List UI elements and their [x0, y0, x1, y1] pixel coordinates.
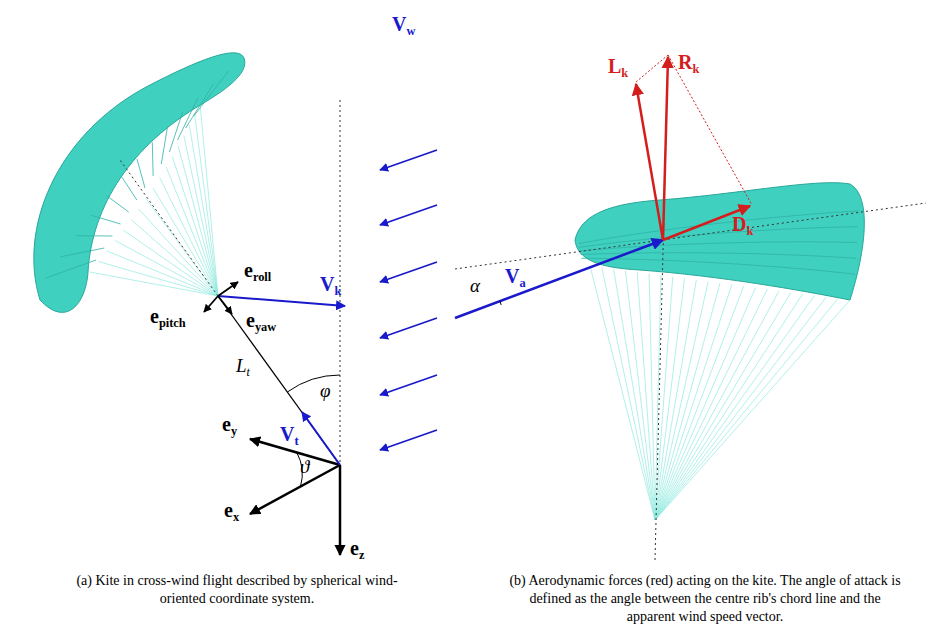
vector-label: eyaw: [246, 310, 276, 333]
canopy-rib: [169, 112, 182, 152]
canopy-rib: [137, 159, 145, 188]
bridle-line: [200, 104, 218, 296]
canopy-rib: [178, 97, 199, 140]
canopy-rib: [581, 258, 855, 274]
wind-arrow: [380, 318, 437, 338]
canopy-rib: [122, 177, 137, 200]
bridle-line: [590, 266, 655, 520]
velocity-arrow: [218, 296, 345, 306]
bridle-line: [160, 178, 218, 297]
vector-label: Dk: [732, 214, 753, 237]
bridle-line: [131, 220, 218, 297]
canopy-rib: [186, 84, 214, 128]
kite-canopy: [34, 53, 245, 313]
canopy-rib: [61, 248, 105, 257]
force-arrow: [663, 206, 750, 240]
bridle-line: [655, 292, 791, 520]
tether-extension: [120, 160, 218, 296]
bridle-line: [153, 188, 218, 296]
bridle-line: [655, 294, 803, 520]
velocity-arrow: [455, 240, 663, 318]
construction-line: [636, 55, 668, 82]
canopy-rib: [76, 235, 113, 236]
vector-label: Vt: [280, 424, 299, 447]
vector-label: Lk: [608, 56, 628, 79]
wind-arrow: [380, 262, 437, 282]
bridle-line: [178, 146, 218, 296]
force-arrow: [636, 84, 663, 240]
bridle-line: [655, 300, 850, 520]
canopy-rib: [580, 242, 857, 251]
bridle-line: [655, 297, 826, 520]
bridle-line: [655, 286, 744, 520]
vector-label: Lt: [236, 356, 250, 378]
wind-arrow: [380, 430, 437, 450]
bridle-line: [655, 283, 720, 520]
vector-label: epitch: [150, 306, 186, 329]
chord-line: [455, 203, 926, 269]
body-axis-arrow: [218, 282, 238, 296]
vertical-reference: [340, 100, 341, 465]
body-axis-arrow: [218, 296, 232, 314]
bridle-line: [655, 291, 779, 520]
canopy-rib: [45, 260, 96, 278]
force-arrow: [663, 57, 668, 240]
canopy-rib: [91, 215, 120, 224]
bridle-line: [602, 268, 655, 520]
figure-caption: (b) Aerodynamic forces (red) acting on t…: [505, 572, 905, 627]
angle-arc: [500, 301, 501, 305]
bridle-line: [189, 125, 218, 296]
vector-label: Va: [505, 266, 526, 289]
vector-label: Vk: [320, 274, 341, 297]
bridle-line: [655, 295, 815, 520]
axis-arrow: [250, 465, 340, 514]
bridle-line: [166, 167, 218, 296]
vector-label: Vw: [392, 14, 415, 37]
vector-label: α: [470, 276, 480, 295]
kite-canopy: [575, 183, 864, 300]
bridle-lines: [590, 266, 850, 520]
bridle-line: [655, 285, 732, 520]
bridle-line: [649, 274, 655, 520]
vector-label: Rk: [678, 52, 699, 75]
angle-arc: [287, 375, 340, 392]
bridle-line: [90, 272, 218, 296]
wind-arrows: [380, 150, 437, 450]
wind-arrow: [380, 150, 437, 170]
body-axis-arrow: [204, 296, 218, 312]
vector-label: ey: [222, 414, 237, 437]
wind-arrow: [380, 375, 437, 395]
bridle-line: [184, 136, 218, 297]
bridle-line: [195, 115, 218, 297]
bridle-line: [655, 298, 838, 520]
canopy-rib: [579, 227, 858, 248]
bridle-line: [637, 272, 655, 520]
bridle-line: [655, 280, 696, 520]
figure-caption: (a) Kite in cross-wind flight described …: [72, 572, 402, 608]
tether-line: [218, 296, 340, 465]
wind-arrow: [380, 205, 437, 225]
vector-label: φ: [320, 381, 331, 400]
canopy-ribs: [45, 71, 228, 278]
canopy-rib: [106, 196, 128, 212]
vector-label: ex: [224, 500, 239, 523]
vector-label: ϑ: [300, 457, 309, 476]
construction-line: [668, 55, 752, 205]
bridle-line: [655, 288, 755, 520]
canopy-rib: [152, 142, 154, 176]
vector-label: ez: [350, 538, 364, 561]
vector-label: eroll: [244, 260, 271, 283]
bridle-line: [123, 230, 218, 296]
canopy-rib: [579, 211, 859, 244]
bridle-line: [625, 271, 655, 520]
axis-arrow: [339, 465, 342, 555]
bridle-line: [614, 269, 655, 520]
canopy-ribs: [579, 211, 859, 274]
canopy-rib: [194, 71, 229, 116]
canopy-rib: [161, 126, 167, 164]
